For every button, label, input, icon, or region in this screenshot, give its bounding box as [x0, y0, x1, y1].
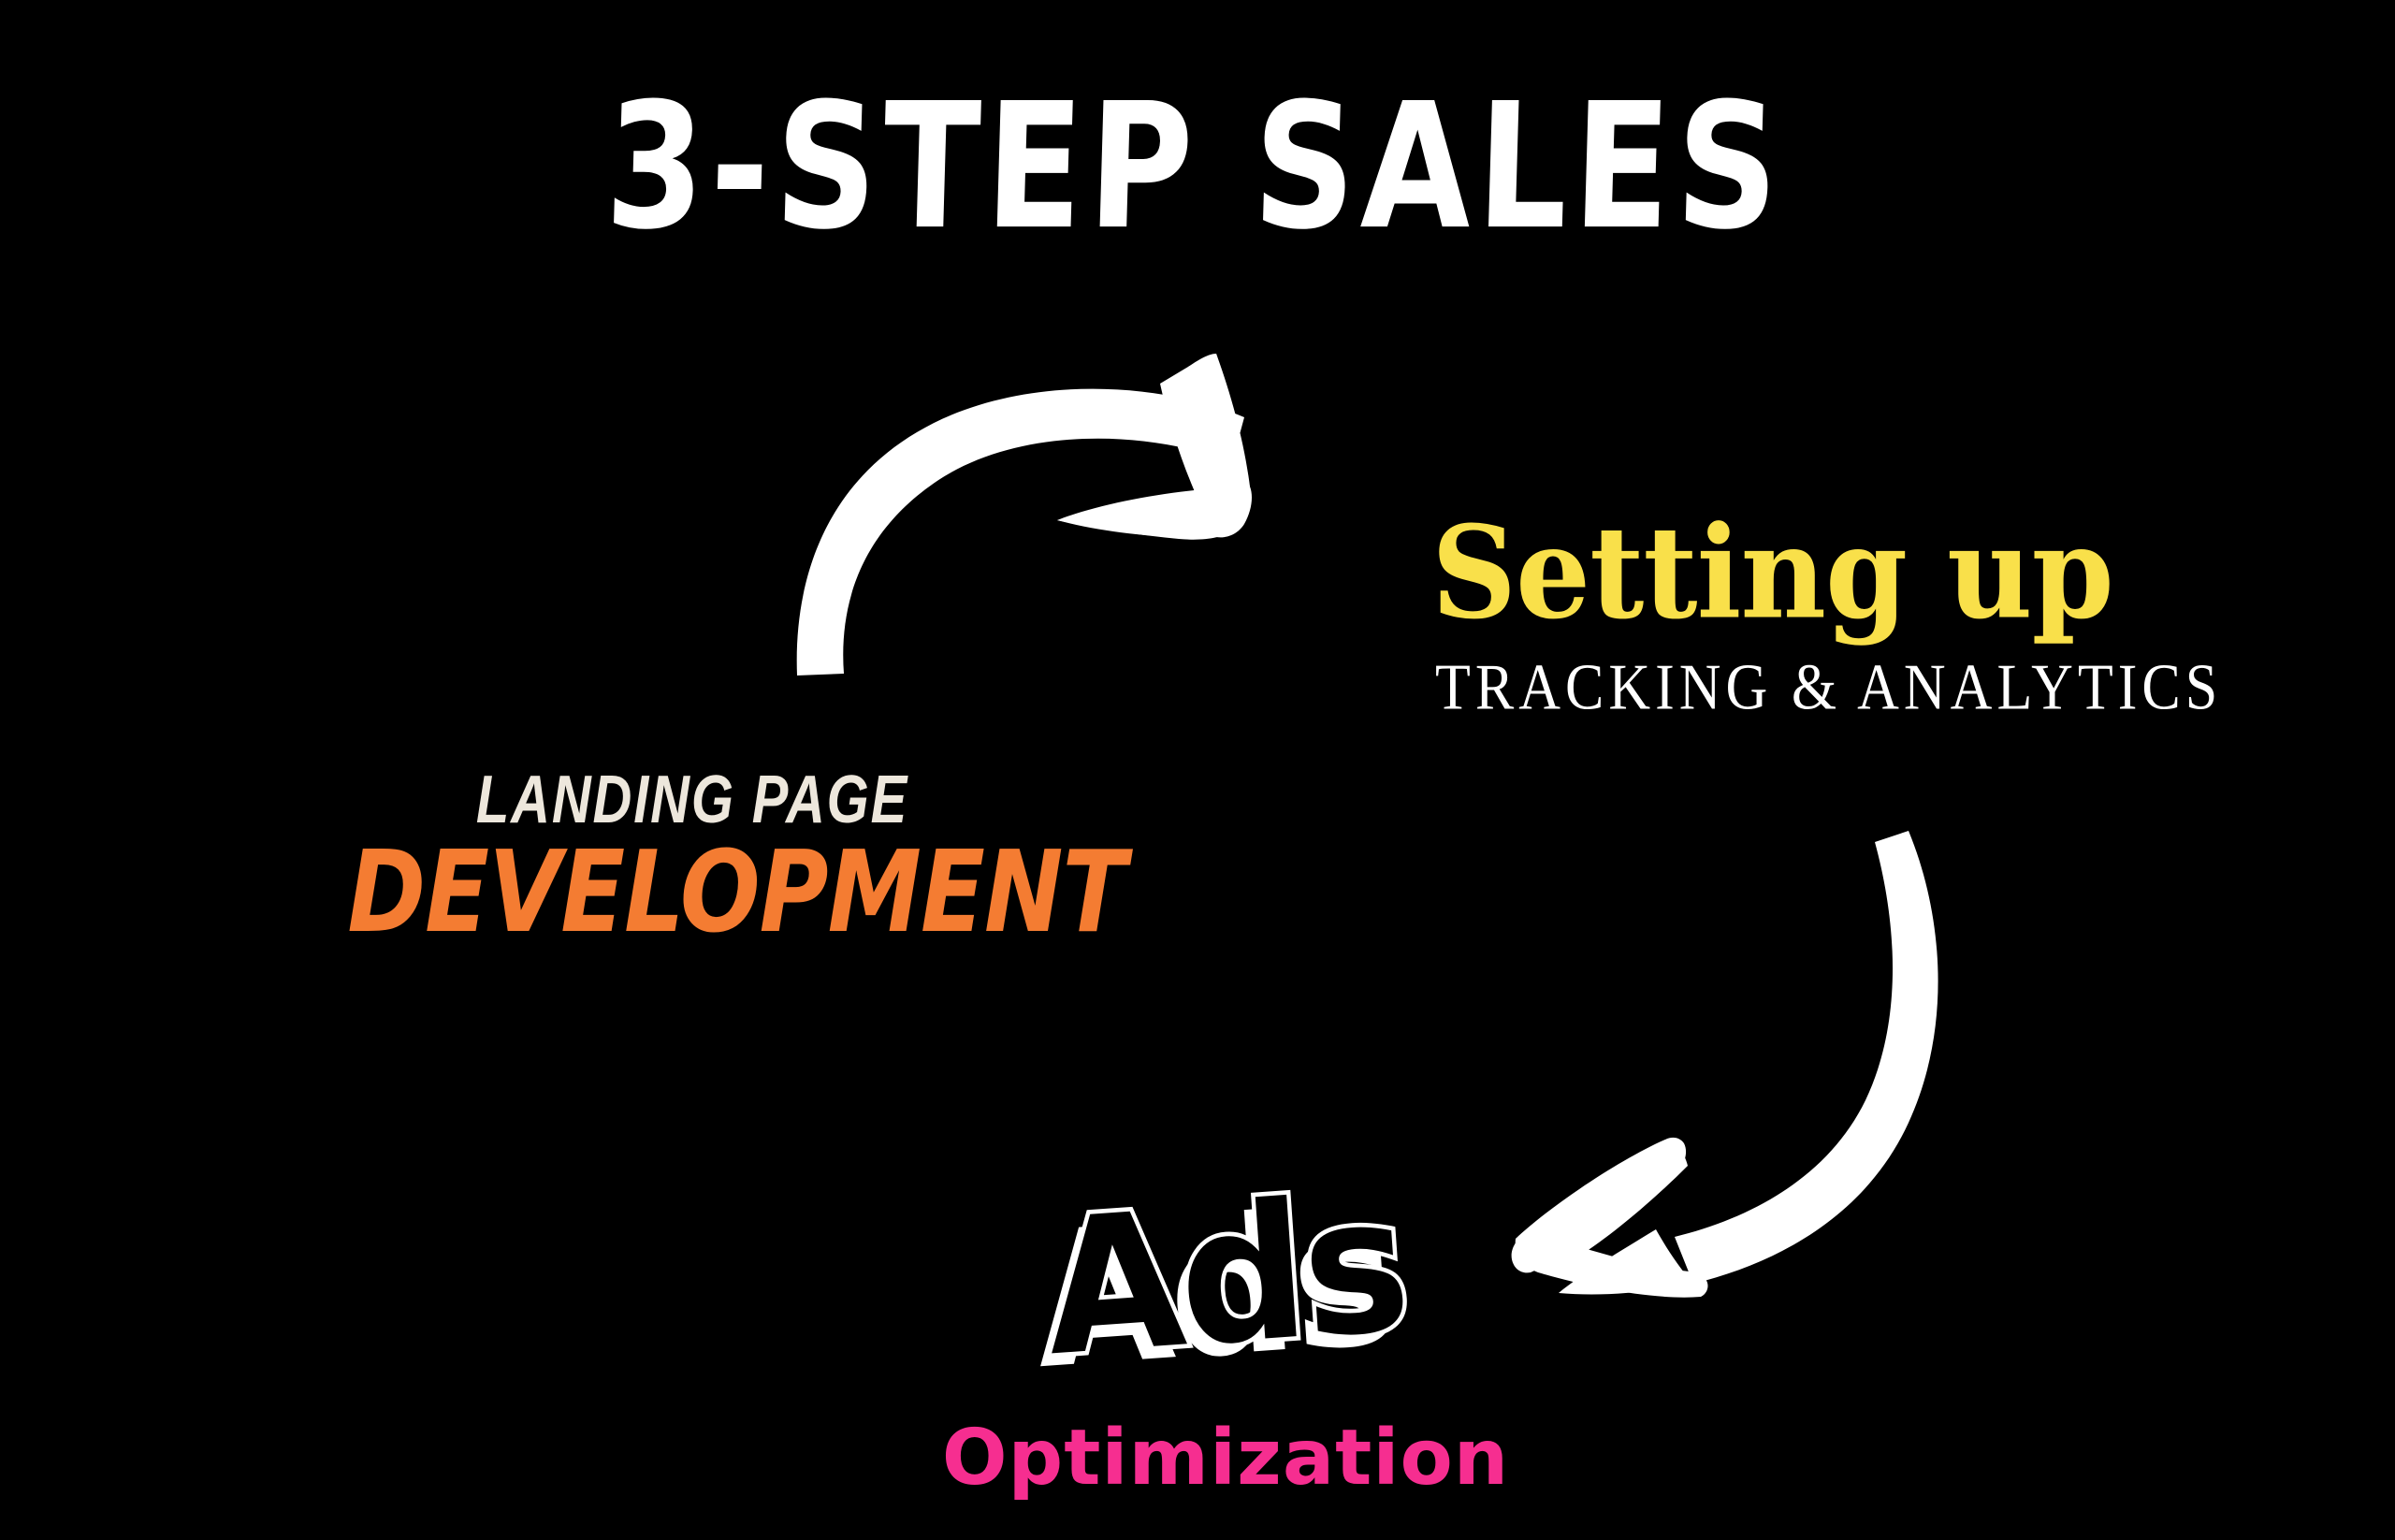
curved-arrow-right-icon — [796, 354, 1252, 676]
step-ads-optimization: Ads Ads Optimization — [805, 1152, 1647, 1503]
step-development-title: DEVELOPMENT — [347, 825, 1126, 958]
step-ads-title: Ads — [1035, 1152, 1417, 1402]
step-setting-up: Setting up TRACKING & ANALYTICS — [1431, 508, 2292, 723]
ads-wordmark: Ads Ads — [1027, 1152, 1416, 1411]
step-landing-page-development: LANDING PAGE DEVELOPMENT — [337, 766, 1126, 949]
step-setting-up-title: Setting up — [1431, 498, 2114, 647]
step-landing-page-title: LANDING PAGE — [475, 762, 909, 838]
step-setting-up-subtitle: TRACKING & ANALYTICS — [1435, 651, 2223, 723]
step-optimization-subtitle: Optimization — [941, 1414, 1510, 1503]
page-title: 3-STEP SALES — [602, 65, 1788, 269]
